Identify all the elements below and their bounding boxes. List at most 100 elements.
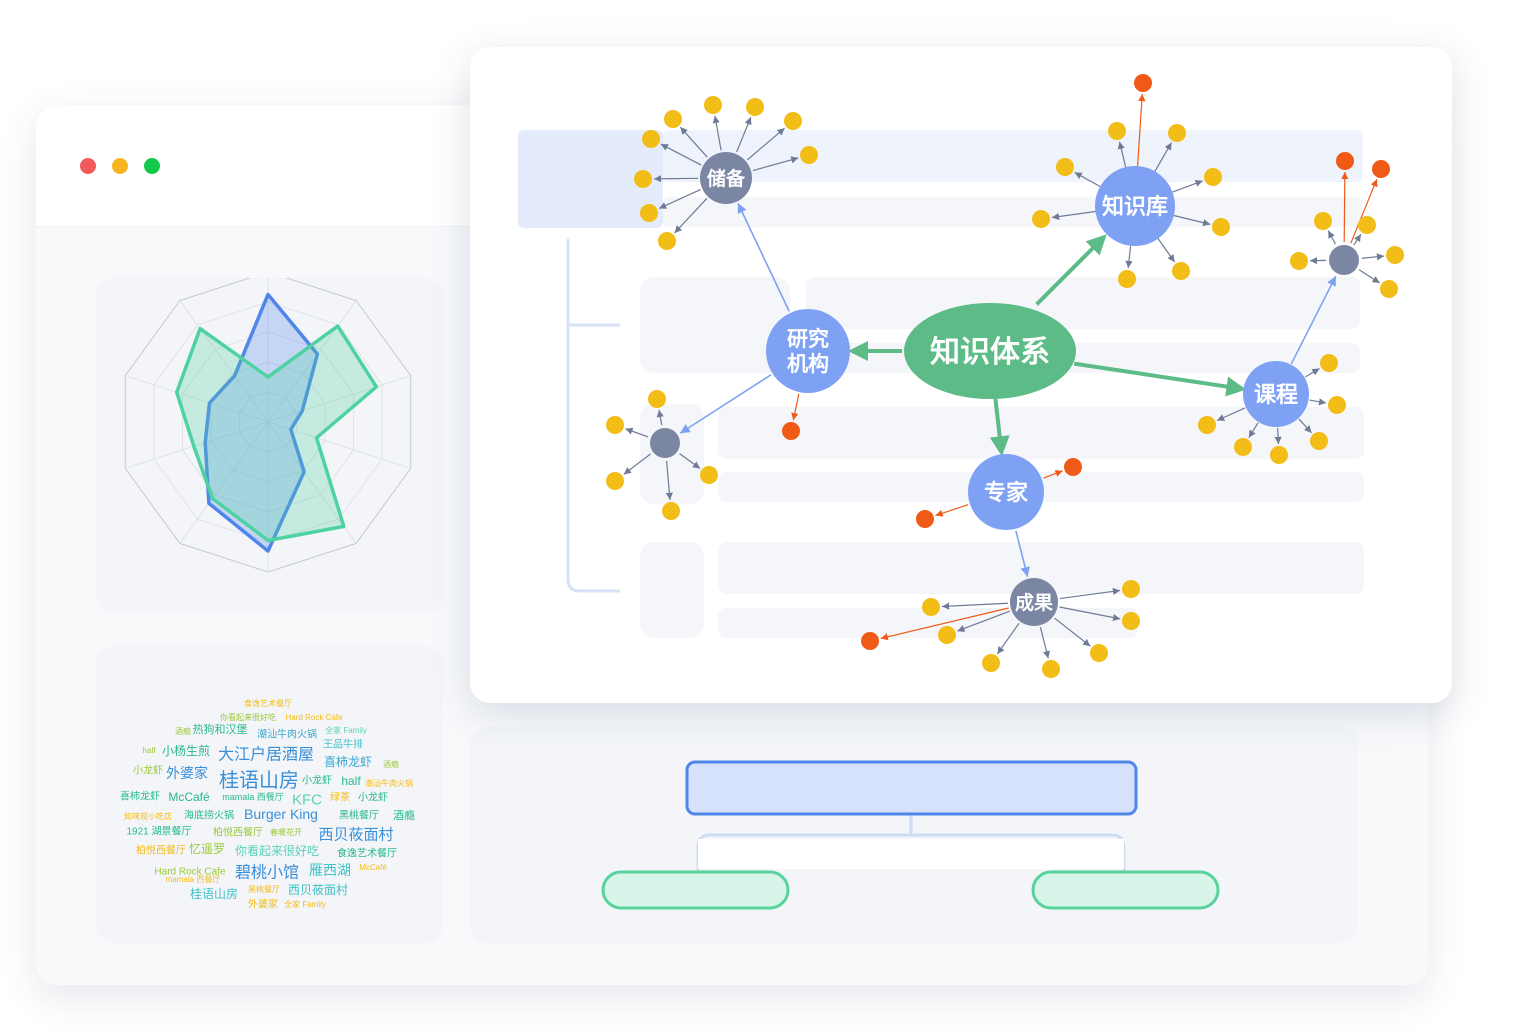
graph-edge — [1074, 171, 1101, 188]
word-cloud-word: Burger King — [244, 806, 318, 822]
minimize-button[interactable] — [112, 158, 128, 174]
graph-leaf-node[interactable] — [1064, 458, 1082, 476]
graph-leaf-node[interactable] — [634, 170, 652, 188]
graph-leaf-node[interactable] — [1168, 124, 1186, 142]
graph-node-center[interactable]: 知识体系 — [904, 303, 1076, 399]
word-cloud-word: McCafé — [359, 863, 387, 872]
graph-leaf-node[interactable] — [1056, 158, 1074, 176]
graph-leaf-node[interactable] — [1358, 216, 1376, 234]
maximize-button[interactable] — [144, 158, 160, 174]
graph-leaf-node[interactable] — [1212, 218, 1230, 236]
graph-node-course[interactable]: 课程 — [1243, 361, 1309, 427]
graph-edge — [1054, 617, 1091, 647]
graph-edge — [935, 504, 969, 517]
graph-edge — [1059, 606, 1121, 622]
graph-leaf-node[interactable] — [642, 130, 660, 148]
graph-node-hub_left[interactable] — [650, 428, 680, 458]
org-chart — [601, 760, 1220, 910]
graph-leaf-node[interactable] — [704, 96, 722, 114]
graph-leaf-node[interactable] — [1314, 212, 1332, 230]
word-cloud-word: 潮汕牛肉火锅 — [257, 728, 317, 741]
radar-chart — [124, 271, 412, 573]
graph-leaves — [606, 74, 1404, 678]
graph-leaf-node[interactable] — [606, 472, 624, 490]
graph-leaf-node[interactable] — [1270, 446, 1288, 464]
graph-leaf-node[interactable] — [1032, 210, 1050, 228]
graph-node-hub_right[interactable] — [1329, 245, 1359, 275]
graph-leaf-node[interactable] — [922, 598, 940, 616]
graph-node-result[interactable]: 成果 — [1010, 578, 1058, 626]
org-child-node[interactable] — [601, 870, 790, 910]
skeleton-block — [663, 130, 1363, 182]
org-root-node[interactable] — [685, 760, 1138, 816]
graph-leaf-node[interactable] — [1328, 396, 1346, 414]
graph-leaf-node[interactable] — [1042, 660, 1060, 678]
graph-leaf-node[interactable] — [800, 146, 818, 164]
graph-leaf-node[interactable] — [606, 416, 624, 434]
graph-edge — [653, 175, 699, 183]
graph-leaf-node[interactable] — [1090, 644, 1108, 662]
graph-node-kb[interactable]: 知识库 — [1095, 166, 1175, 246]
word-cloud-word: half — [341, 774, 361, 788]
graph-leaf-node[interactable] — [664, 110, 682, 128]
graph-leaf-node[interactable] — [662, 502, 680, 520]
graph-leaf-node[interactable] — [1380, 280, 1398, 298]
graph-leaf-node[interactable] — [1372, 160, 1390, 178]
graph-leaf-node[interactable] — [1172, 262, 1190, 280]
radar-axis — [267, 375, 411, 423]
graph-edge — [1043, 469, 1063, 479]
word-cloud-word: mamala 西餐厅 — [166, 875, 221, 884]
skeleton-block — [806, 277, 1360, 329]
skeleton-block — [518, 130, 663, 228]
graph-leaf-node[interactable] — [1290, 252, 1308, 270]
skeleton-block — [640, 542, 704, 638]
graph-edge — [679, 126, 708, 158]
graph-leaf-node[interactable] — [640, 204, 658, 222]
graph-leaf-node[interactable] — [700, 466, 718, 484]
graph-node-expert[interactable]: 专家 — [968, 454, 1044, 530]
graph-edge — [1341, 171, 1349, 243]
word-cloud-word: half — [143, 746, 157, 755]
graph-leaf-node[interactable] — [1320, 354, 1338, 372]
word-cloud-word: 桂语山房 — [190, 886, 238, 901]
close-button[interactable] — [80, 158, 96, 174]
graph-leaf-node[interactable] — [1310, 432, 1328, 450]
graph-leaf-node[interactable] — [782, 422, 800, 440]
graph-leaf-node[interactable] — [1108, 122, 1126, 140]
skeleton-block — [640, 277, 790, 373]
graph-leaf-node[interactable] — [1122, 580, 1140, 598]
word-cloud-word: 喜柿龙虾 — [324, 754, 372, 769]
word-cloud-word: 知味观小吃店 — [124, 811, 172, 821]
skeleton-block — [663, 197, 1363, 227]
word-cloud-word: 小龙虾 — [133, 764, 163, 777]
graph-edge — [1274, 427, 1282, 445]
graph-node-reserve[interactable]: 储备 — [700, 152, 752, 204]
graph-leaf-node[interactable] — [1336, 152, 1354, 170]
graph-leaf-node[interactable] — [916, 510, 934, 528]
graph-leaf-node[interactable] — [1134, 74, 1152, 92]
graph-leaf-node[interactable] — [861, 632, 879, 650]
graph-leaf-node[interactable] — [648, 390, 666, 408]
graph-leaf-node[interactable] — [1234, 438, 1252, 456]
graph-leaf-node[interactable] — [938, 626, 956, 644]
graph-edge — [1117, 141, 1127, 168]
graph-edge — [1039, 627, 1051, 659]
graph-leaf-node[interactable] — [658, 232, 676, 250]
org-child-node[interactable] — [1031, 870, 1220, 910]
graph-leaf-node[interactable] — [1118, 270, 1136, 288]
graph-node-label: 课程 — [1254, 382, 1298, 408]
graph-leaf-node[interactable] — [1122, 612, 1140, 630]
graph-leaf-node[interactable] — [1204, 168, 1222, 186]
graph-edge — [658, 189, 701, 209]
graph-leaf-node[interactable] — [1386, 246, 1404, 264]
graph-edge — [1309, 398, 1327, 406]
graph-leaf-node[interactable] — [784, 112, 802, 130]
graph-leaf-node[interactable] — [1198, 416, 1216, 434]
graph-edge — [679, 453, 701, 470]
graph-leaf-node[interactable] — [746, 98, 764, 116]
word-cloud-word: mamala 西餐厅 — [222, 791, 284, 802]
graph-leaf-node[interactable] — [982, 654, 1000, 672]
graph-node-label: 知识库 — [1102, 194, 1168, 220]
word-cloud-word: Hard Rock Cafe — [286, 713, 343, 722]
